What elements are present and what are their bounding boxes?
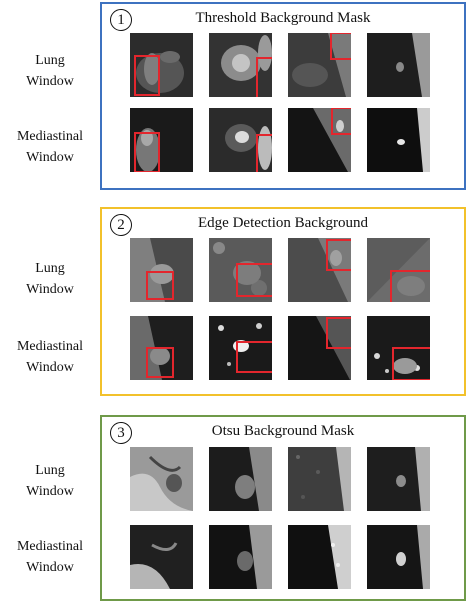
ct-image-tile (288, 238, 351, 302)
highlight-box (146, 271, 174, 300)
ct-image-tile (367, 238, 430, 302)
ct-image-tile (367, 108, 430, 172)
ct-image-tile (367, 316, 430, 380)
highlight-box (134, 132, 160, 172)
ct-image-tile (130, 238, 193, 302)
highlight-box (390, 270, 430, 302)
highlight-box (331, 108, 351, 135)
panel-number-badge: 2 (110, 214, 132, 236)
panel-title: Threshold Background Mask (195, 10, 371, 26)
panel-edge-detection-background: 2 Edge Detection Background (100, 207, 466, 396)
ct-image-tile (209, 108, 272, 172)
panel-threshold-background-mask: 1 Threshold Background Mask (100, 2, 466, 190)
panel-number-badge: 3 (110, 422, 132, 444)
ct-image-tile (288, 447, 351, 511)
ct-image-tile (130, 108, 193, 172)
highlight-box (392, 347, 430, 380)
ct-image-tile (130, 316, 193, 380)
panel-otsu-background-mask: 3 Otsu Background Mask (100, 415, 466, 601)
ct-image-tile (130, 447, 193, 511)
ct-image-tile (288, 33, 351, 97)
ct-image-tile (288, 316, 351, 380)
highlight-box (236, 263, 272, 297)
ct-image-tile (288, 525, 351, 589)
highlight-box (326, 239, 351, 271)
highlight-box (326, 317, 351, 349)
ct-image-tile (209, 316, 272, 380)
ct-image-tile (209, 238, 272, 302)
panel-title: Edge Detection Background (198, 215, 368, 231)
highlight-box (134, 55, 160, 96)
ct-image-tile (367, 525, 430, 589)
ct-image-tile (288, 108, 351, 172)
ct-image-tile (130, 33, 193, 97)
ct-image-tile (367, 447, 430, 511)
ct-image-tile (130, 525, 193, 589)
highlight-box (236, 341, 272, 373)
highlight-box (256, 57, 272, 97)
panel-number-badge: 1 (110, 9, 132, 31)
panel-title: Otsu Background Mask (211, 423, 355, 439)
ct-image-tile (367, 33, 430, 97)
highlight-box (330, 33, 351, 60)
ct-image-tile (209, 33, 272, 97)
highlight-box (256, 134, 272, 172)
ct-image-tile (209, 525, 272, 589)
ct-image-tile (209, 447, 272, 511)
highlight-box (146, 347, 174, 378)
